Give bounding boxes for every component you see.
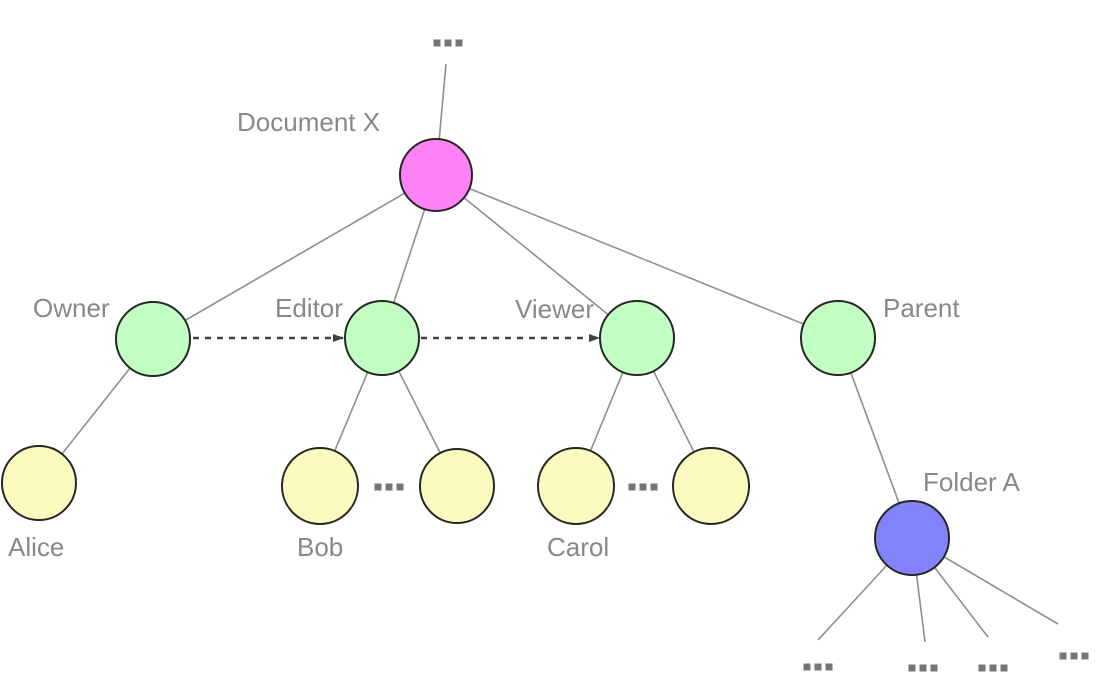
editor-label: Editor (275, 293, 343, 323)
ellipsis-icon (978, 664, 1008, 672)
carol-sibling-node (672, 447, 750, 525)
document-x-label: Document X (237, 107, 380, 137)
carol-node (537, 447, 615, 525)
ellipsis-icon (374, 483, 404, 491)
ellipsis-icon (1059, 652, 1089, 660)
edge-document-to-viewer (435, 174, 638, 339)
ellipsis-group (374, 39, 1089, 672)
document-x-node (399, 138, 473, 212)
ellipsis-icon (628, 483, 658, 491)
label-group: Document X Owner Editor Viewer Parent Al… (8, 107, 1020, 562)
carol-label: Carol (547, 532, 609, 562)
edge-document-to-parent (435, 174, 839, 339)
owner-node (115, 301, 191, 377)
bob-node (281, 447, 359, 525)
editor-node (344, 300, 420, 376)
parent-node (800, 300, 876, 376)
viewer-label: Viewer (515, 294, 594, 324)
parent-label: Parent (883, 293, 960, 323)
ellipsis-icon (908, 664, 938, 672)
alice-label: Alice (8, 532, 64, 562)
bob-sibling-node (419, 448, 495, 524)
bob-label: Bob (297, 532, 343, 562)
ellipsis-icon (803, 663, 833, 671)
folder-a-node (874, 500, 950, 576)
node-group (1, 138, 950, 576)
edge-document-to-owner (152, 174, 437, 340)
owner-label: Owner (33, 293, 110, 323)
viewer-node (599, 300, 675, 376)
folder-a-label: Folder A (923, 467, 1020, 497)
alice-node (1, 445, 77, 521)
ellipsis-icon (433, 39, 463, 47)
